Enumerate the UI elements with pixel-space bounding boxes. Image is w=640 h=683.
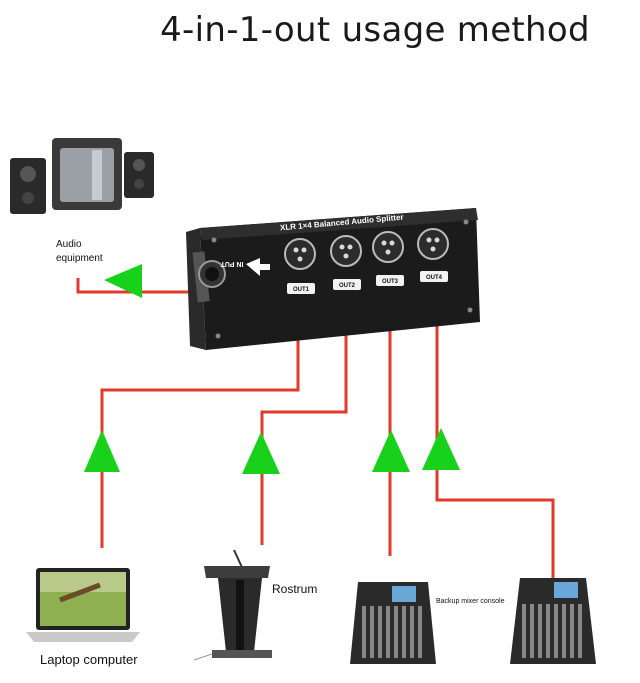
rostrum-label: Rostrum xyxy=(272,582,317,596)
wire-out4-mixer2 xyxy=(437,300,553,578)
speaker-system-icon xyxy=(10,138,154,214)
arrow-up-out2-icon xyxy=(242,432,280,474)
out3-label: OUT3 xyxy=(382,279,399,285)
input-label: IN PUT xyxy=(220,260,244,267)
out2-label: OUT2 xyxy=(339,283,356,289)
laptop-icon xyxy=(26,568,140,642)
arrow-up-out1-icon xyxy=(84,430,120,472)
out1-label: OUT1 xyxy=(293,287,310,293)
backup-mixer-label: Backup mixer console xyxy=(436,598,504,605)
arrow-up-out3-icon xyxy=(372,430,410,472)
laptop-label: Laptop computer xyxy=(40,652,138,667)
audio-equipment-label: Audio equipment xyxy=(56,238,103,266)
mixer-console-icon-2 xyxy=(510,578,596,664)
rostrum-icon xyxy=(194,550,272,660)
mixer-console-icon-1 xyxy=(350,582,436,664)
out4-label: OUT4 xyxy=(426,275,443,281)
arrow-up-out4-icon xyxy=(422,428,460,470)
